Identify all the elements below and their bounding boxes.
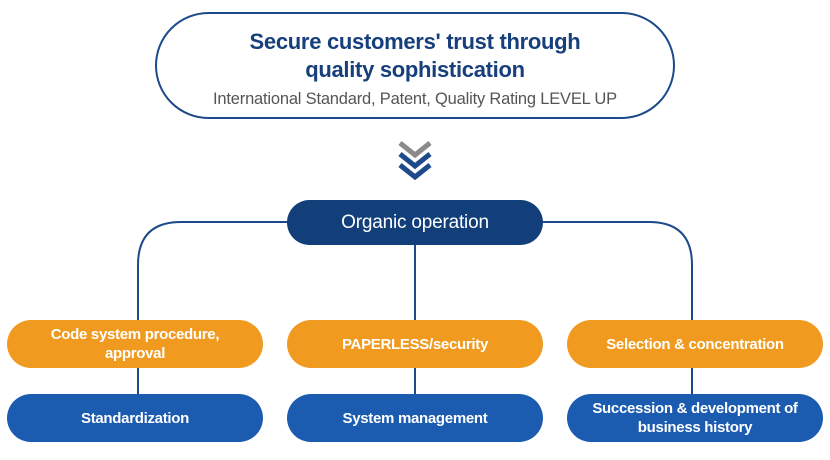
goal-pill: Secure customers' trust through quality … [155, 12, 675, 119]
organic-operation-node: Organic operation [287, 200, 543, 245]
chevron-down-icon [398, 141, 432, 180]
node-system-management: System management [287, 394, 543, 442]
goal-title-line-2: quality sophistication [305, 57, 525, 82]
goal-title-line-1: Secure customers' trust through [249, 29, 581, 54]
node-succession-development: Succession & development of business his… [567, 394, 823, 442]
node-code-system: Code system procedure, approval [7, 320, 263, 368]
node-selection-concentration: Selection & concentration [567, 320, 823, 368]
node-paperless-security: PAPERLESS/security [287, 320, 543, 368]
goal-subtitle: International Standard, Patent, Quality … [213, 90, 617, 108]
node-standardization: Standardization [7, 394, 263, 442]
goal-title: Secure customers' trust through quality … [157, 28, 673, 84]
